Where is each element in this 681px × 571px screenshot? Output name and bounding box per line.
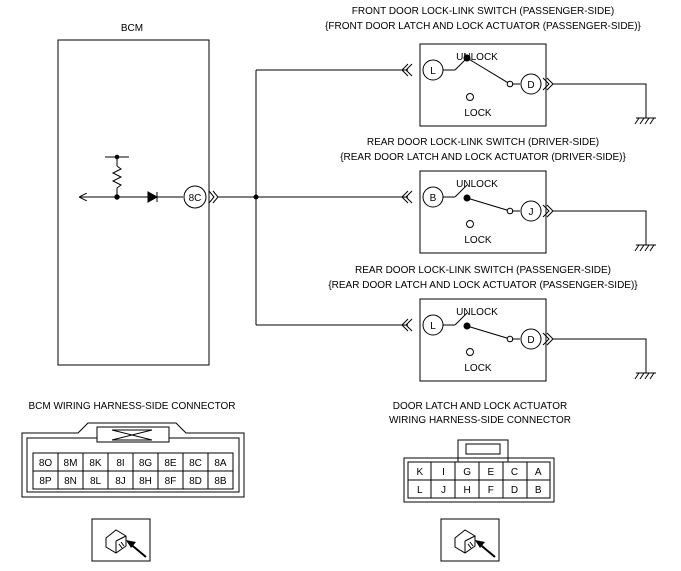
- connector-pin: 8H: [139, 476, 152, 487]
- bcm-title: BCM: [121, 23, 143, 34]
- connector-pin: J: [441, 485, 446, 496]
- out-pin-label: D: [527, 80, 534, 91]
- connector-pin: 8E: [164, 458, 177, 469]
- out-pin-circle: [520, 200, 542, 222]
- connector-pin: D: [511, 485, 518, 496]
- connector-pin: 8P: [39, 476, 52, 487]
- out-pin-circle: [520, 73, 542, 95]
- connector-pin: 8B: [214, 476, 227, 487]
- wire-junction: [253, 194, 259, 200]
- bcm-terminal-8c: [183, 185, 207, 209]
- connector-pin: 8K: [89, 458, 102, 469]
- switch-rear-driver: REAR DOOR LOCK-LINK SWITCH (DRIVER-SIDE)…: [340, 137, 656, 254]
- bcm-connector-face: [21, 422, 245, 498]
- door-connector-face: [403, 439, 555, 503]
- connector-pin: I: [442, 467, 445, 478]
- unlock-label: UNLOCK: [456, 52, 498, 63]
- bcm-terminal-label: 8C: [189, 193, 202, 204]
- bcm-internal-circuit: [80, 154, 183, 203]
- ground-symbol: [634, 372, 656, 380]
- lock-label: LOCK: [464, 235, 492, 246]
- connector-pin: 8I: [116, 458, 124, 469]
- connector-pin: F: [488, 485, 494, 496]
- switch-subtitle: {REAR DOOR LATCH AND LOCK ACTUATOR (PASS…: [328, 280, 638, 291]
- in-connector-chevron: [401, 63, 413, 77]
- lock-contact: [466, 348, 474, 356]
- connector-pin: H: [464, 485, 471, 496]
- door-connector-pins: K I G E C A L J H F D B: [416, 467, 541, 496]
- connector-pin: 8M: [64, 458, 78, 469]
- ground-symbol: [634, 244, 656, 252]
- connector-pin: G: [463, 467, 471, 478]
- connector-view-icon: [440, 518, 500, 562]
- connector-pin: 8N: [64, 476, 77, 487]
- lock-contact: [466, 220, 474, 228]
- switch-rear-passenger: REAR DOOR LOCK-LINK SWITCH (PASSENGER-SI…: [328, 265, 656, 382]
- in-pin-label: B: [430, 193, 437, 204]
- switch-front-passenger: FRONT DOOR LOCK-LINK SWITCH (PASSENGER-S…: [325, 6, 656, 127]
- in-connector-chevron: [401, 190, 413, 204]
- in-pin-label: L: [430, 66, 436, 77]
- bcm-connector-title: BCM WIRING HARNESS-SIDE CONNECTOR: [28, 401, 235, 412]
- lock-contact: [466, 93, 474, 101]
- connector-pin: 8A: [214, 458, 227, 469]
- unlock-label: UNLOCK: [456, 179, 498, 190]
- connector-pin: E: [488, 467, 495, 478]
- connector-pin: 8F: [165, 476, 177, 487]
- door-connector-title-1: DOOR LATCH AND LOCK ACTUATOR: [393, 401, 567, 412]
- connector-pin: C: [511, 467, 518, 478]
- switch-title: FRONT DOOR LOCK-LINK SWITCH (PASSENGER-S…: [352, 6, 614, 17]
- in-pin-label: L: [430, 321, 436, 332]
- out-pin-label: J: [529, 207, 534, 218]
- switch-blade: [466, 197, 511, 212]
- connector-pin: 8J: [115, 476, 126, 487]
- switch-blade: [466, 325, 511, 340]
- connector-pin: L: [417, 485, 423, 496]
- ground-symbol: [634, 117, 656, 125]
- lock-label: LOCK: [464, 363, 492, 374]
- connector-pin: 8D: [189, 476, 202, 487]
- out-pin-circle: [520, 328, 542, 350]
- switch-title: REAR DOOR LOCK-LINK SWITCH (DRIVER-SIDE): [367, 137, 599, 148]
- connector-pin: 8C: [189, 458, 202, 469]
- out-pin-label: D: [527, 335, 534, 346]
- switch-blade: [466, 57, 511, 85]
- connector-view-icon: [91, 518, 151, 562]
- connector-pin: 8O: [39, 458, 53, 469]
- lock-label: LOCK: [464, 108, 492, 119]
- in-connector-chevron: [401, 318, 413, 332]
- bcm-connector-chevron: [208, 190, 219, 204]
- connector-pin: K: [416, 467, 423, 478]
- unlock-label: UNLOCK: [456, 307, 498, 318]
- connector-pin: 8L: [90, 476, 102, 487]
- switch-subtitle: {REAR DOOR LATCH AND LOCK ACTUATOR (DRIV…: [340, 152, 626, 163]
- bcm-connector-pins: 8O 8M 8K 8I 8G 8E 8C 8A 8P 8N 8L 8J 8H 8F 8D 8B: [39, 458, 227, 487]
- connector-pin: B: [535, 485, 542, 496]
- switch-title: REAR DOOR LOCK-LINK SWITCH (PASSENGER-SI…: [355, 265, 611, 276]
- connector-pin: A: [535, 467, 542, 478]
- connector-pin: 8G: [139, 458, 153, 469]
- door-connector-title-2: WIRING HARNESS-SIDE CONNECTOR: [389, 415, 571, 426]
- switch-subtitle: {FRONT DOOR LATCH AND LOCK ACTUATOR (PAS…: [325, 21, 641, 32]
